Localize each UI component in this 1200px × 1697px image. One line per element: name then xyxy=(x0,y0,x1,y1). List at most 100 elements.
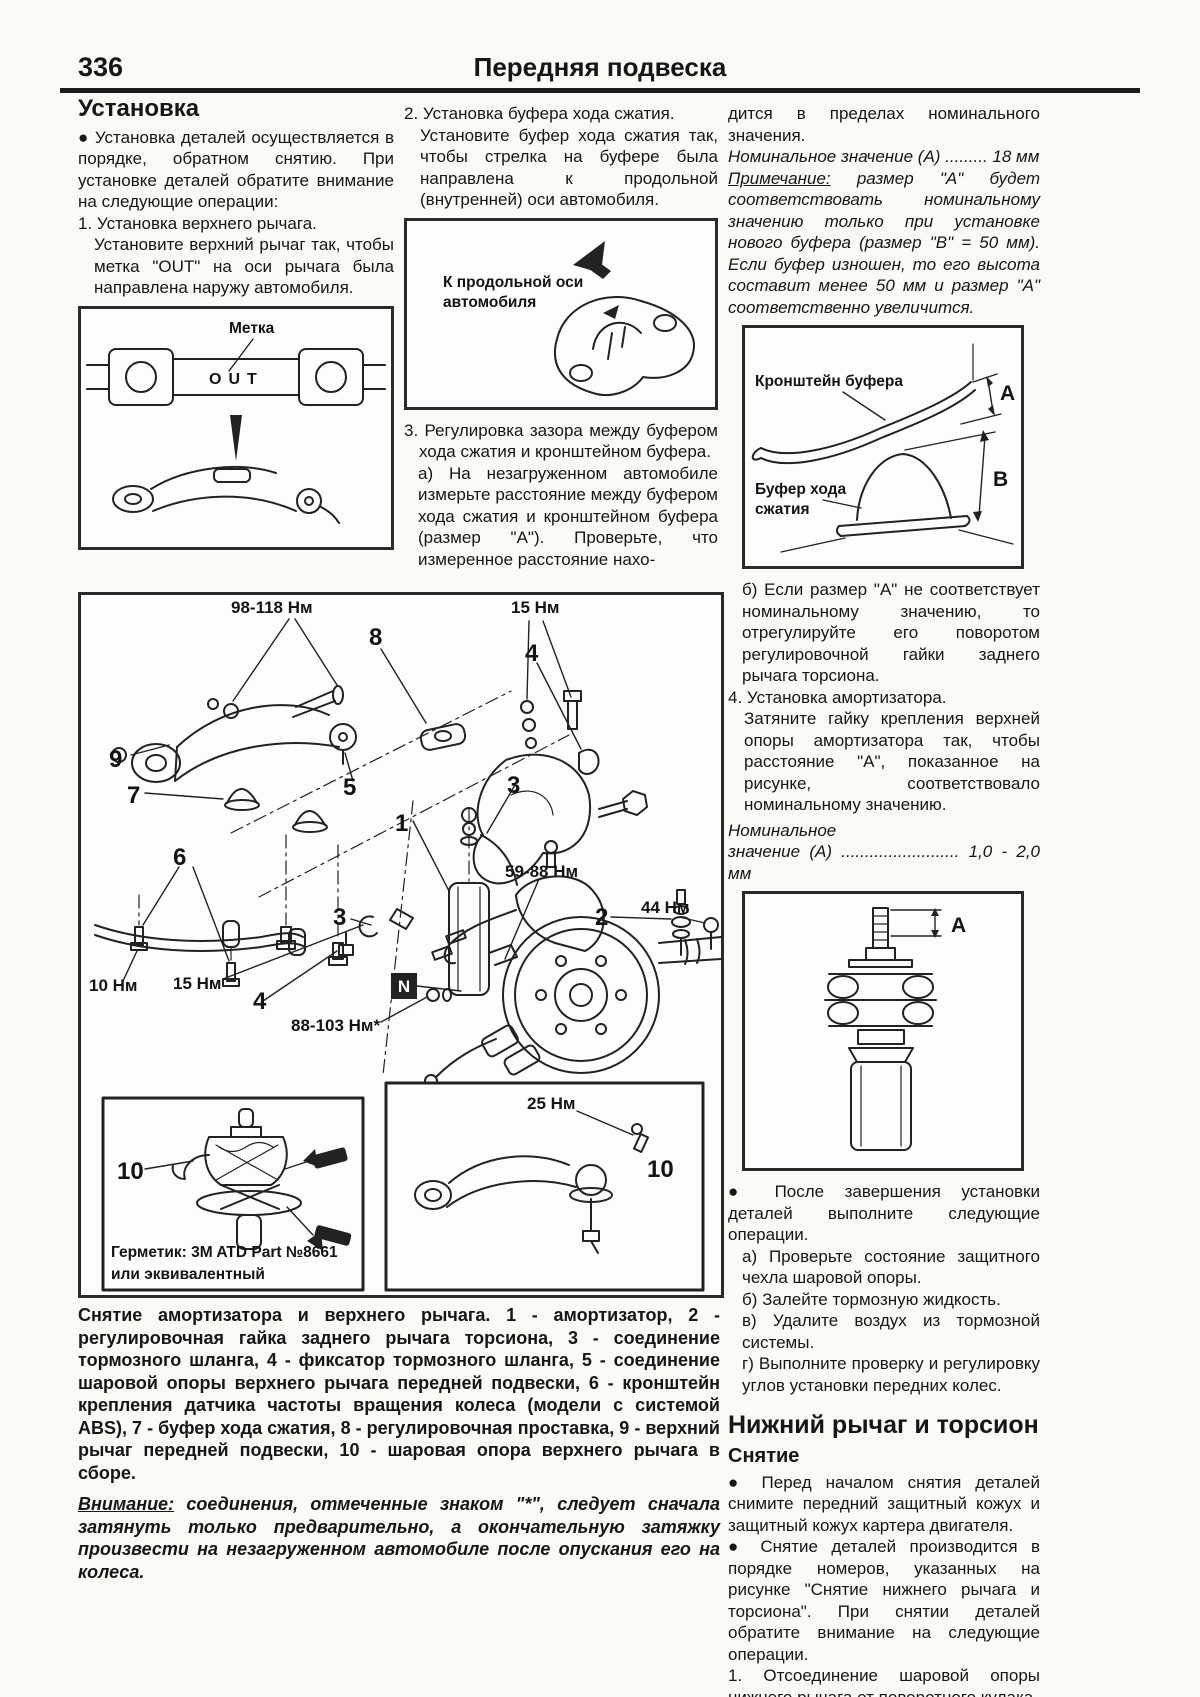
n-marker xyxy=(391,973,462,999)
torque-10-label: 10 Нм xyxy=(89,976,138,995)
step3-b: б) Если размер "А" не соответствует номи… xyxy=(742,580,1040,685)
callout-4-bottom: 4 xyxy=(253,988,267,1015)
direction-arrow-icon xyxy=(573,240,611,279)
note-paragraph: Примечание: размер "А" будет соответство… xyxy=(728,168,1040,319)
gap-measure-drawing: Кронштейн буфера A xyxy=(751,343,1015,553)
warning-paragraph: Внимание: соединения, отмеченные знаком … xyxy=(78,1493,720,1583)
buffer-bracket-frame xyxy=(472,753,648,885)
header-rule xyxy=(60,88,1140,93)
torque-15-top-label: 15 Нм xyxy=(511,598,560,617)
exploded-view-drawing: 98-118 Нм 15 Нм 8 4 9 7 5 3 1 6 59-88 Нм… xyxy=(89,598,721,1292)
step3-a-cont: дится в пределах номинального значения. xyxy=(728,104,1040,145)
nominal-value-a: Номинальное значение (А) ......... 18 мм xyxy=(728,147,1040,166)
figure-out-mark: Метка OUT xyxy=(78,305,394,550)
column-left: Установка ● Установка деталей осуществля… xyxy=(78,95,394,560)
upper-arm-shaft: OUT xyxy=(86,347,386,406)
figure-gap-measure: Кронштейн буфера A xyxy=(742,325,1024,569)
bump-stops xyxy=(224,788,328,833)
nominal-line2: значение (А) ......................... 1… xyxy=(728,842,1040,883)
shock-rod xyxy=(872,907,889,949)
torque-44-label: 44 Нм xyxy=(641,898,690,917)
sway-bar-and-clamps xyxy=(94,920,306,987)
final-a: а) Проверьте состояние защитного чехла ш… xyxy=(742,1246,1040,1288)
shock-absorber xyxy=(426,807,518,1002)
step1-body: Установите верхний рычаг так, чтобы метк… xyxy=(94,235,394,297)
step2-body: Установите буфер хода сжатия так, чтобы … xyxy=(420,125,718,210)
sealant-tube-icons xyxy=(303,1147,352,1251)
final-intro: ● После завершения установки деталей вып… xyxy=(728,1182,1040,1244)
dimension-b: B xyxy=(904,430,1008,522)
buffer-bracket-strip xyxy=(751,343,976,465)
sealant-line2: или эквивалентный xyxy=(111,1266,265,1283)
step3-title: 3. Регулировка зазора между буфером хода… xyxy=(404,420,718,462)
mount-stack xyxy=(824,947,937,1045)
dimension-a: A xyxy=(960,373,1015,425)
bracket-label: Кронштейн буфера xyxy=(755,373,903,390)
inset-upper-arm: 25 Нм 10 xyxy=(384,1081,705,1292)
final-v: в) Удалите воздух из тормозной системы. xyxy=(742,1311,1040,1352)
step4-title: 4. Установка амортизатора. xyxy=(728,687,947,707)
note-label: Примечание: xyxy=(728,168,831,188)
final-g: г) Выполните проверку и регулировку угло… xyxy=(742,1354,1040,1395)
nominal-line1: Номинальное xyxy=(728,820,837,840)
column-right: дится в пределах номинального значения. … xyxy=(728,103,1040,1697)
lower-arm-p2: ● Снятие деталей производится в порядке … xyxy=(728,1537,1040,1664)
install-intro: ● Установка деталей осуществляется в пор… xyxy=(78,127,394,212)
bump-stop-sketch xyxy=(780,453,1014,553)
adjusting-spacer xyxy=(419,723,467,751)
step3-a: а) На незагруженном автомобиле измерьте … xyxy=(418,463,718,569)
final-b: б) Залейте тормозную жидкость. xyxy=(742,1289,1001,1309)
torque-88-103-label: 88-103 Нм* xyxy=(291,1016,381,1035)
lower-arm-p3: 1. Отсоединение шаровой опоры нижнего ры… xyxy=(728,1666,1040,1697)
figure-buffer-direction: К продольной оси автомобиля xyxy=(404,217,718,410)
small-bolts-washers-top xyxy=(520,690,582,749)
inset-ball-joint: 10 Герметик: 3M ATD Part №8661 или эквив… xyxy=(101,1096,365,1292)
callout-2: 2 xyxy=(595,904,608,931)
callout-10-left: 10 xyxy=(117,1158,144,1185)
upper-control-arm xyxy=(111,685,357,783)
out-text: OUT xyxy=(209,371,264,388)
sealant-line1: Герметик: 3M ATD Part №8661 xyxy=(111,1244,338,1261)
section-heading-lower-arm: Нижний рычаг и торсион xyxy=(728,1411,1039,1439)
out-mark-drawing: Метка OUT xyxy=(86,320,386,524)
page-title: Передняя подвеска xyxy=(473,52,727,82)
section-heading-install: Установка xyxy=(78,95,200,122)
brake-hose-clip-parts xyxy=(338,908,414,956)
leader-lines xyxy=(122,618,706,1023)
note-text: размер "А" будет соответствовать номинал… xyxy=(728,168,1040,317)
buffer-label-1: Буфер хода xyxy=(755,481,846,498)
figure-shock-upper-arm-removal: 98-118 Нм 15 Нм 8 4 9 7 5 3 1 6 59-88 Нм… xyxy=(78,592,724,1298)
dim-a-label: A xyxy=(951,914,966,937)
lower-arm-p1: ● Перед началом снятия деталей снимите п… xyxy=(728,1472,1040,1535)
axis-label-1: К продольной оси xyxy=(443,274,583,291)
brake-hose xyxy=(480,834,558,886)
callout-10-right: 10 xyxy=(647,1156,674,1183)
callout-3-right: 3 xyxy=(507,772,520,799)
shock-body xyxy=(848,1047,914,1151)
figure-caption-block: Снятие амортизатора и верхнего рычага. 1… xyxy=(78,1304,720,1583)
step2-title: 2. Установка буфера хода сжатия. xyxy=(404,104,675,123)
dim-b-label: B xyxy=(993,468,1008,491)
buffer-label-2: сжатия xyxy=(755,501,810,518)
figure-shock-mount: A xyxy=(742,891,1024,1171)
callout-7: 7 xyxy=(127,782,140,809)
column-middle: 2. Установка буфера хода сжатия. Установ… xyxy=(404,103,718,570)
step4-body: Затяните гайку крепления верхней опоры а… xyxy=(744,709,1040,814)
shock-mount-drawing: A xyxy=(824,907,966,1151)
dimension-a: A xyxy=(890,908,966,938)
hose-clamp-top xyxy=(578,748,600,775)
callout-8: 8 xyxy=(369,624,382,651)
page-number: 336 xyxy=(78,52,124,82)
torque-98-118-label: 98-118 Нм xyxy=(231,598,313,617)
axis-label-2: автомобиля xyxy=(443,294,536,311)
n-marker-label: N xyxy=(398,977,410,996)
down-arrow xyxy=(230,414,242,461)
mark-label-group: Метка xyxy=(228,320,275,372)
callout-5: 5 xyxy=(343,774,356,801)
callout-6: 6 xyxy=(173,844,186,871)
torque-and-number-labels: 98-118 Нм 15 Нм 8 4 9 7 5 3 1 6 59-88 Нм… xyxy=(89,598,690,1035)
torque-25-label: 25 Нм xyxy=(527,1094,576,1113)
torque-15-bottom-label: 15 Нм xyxy=(173,974,222,993)
callout-9: 9 xyxy=(109,746,122,773)
